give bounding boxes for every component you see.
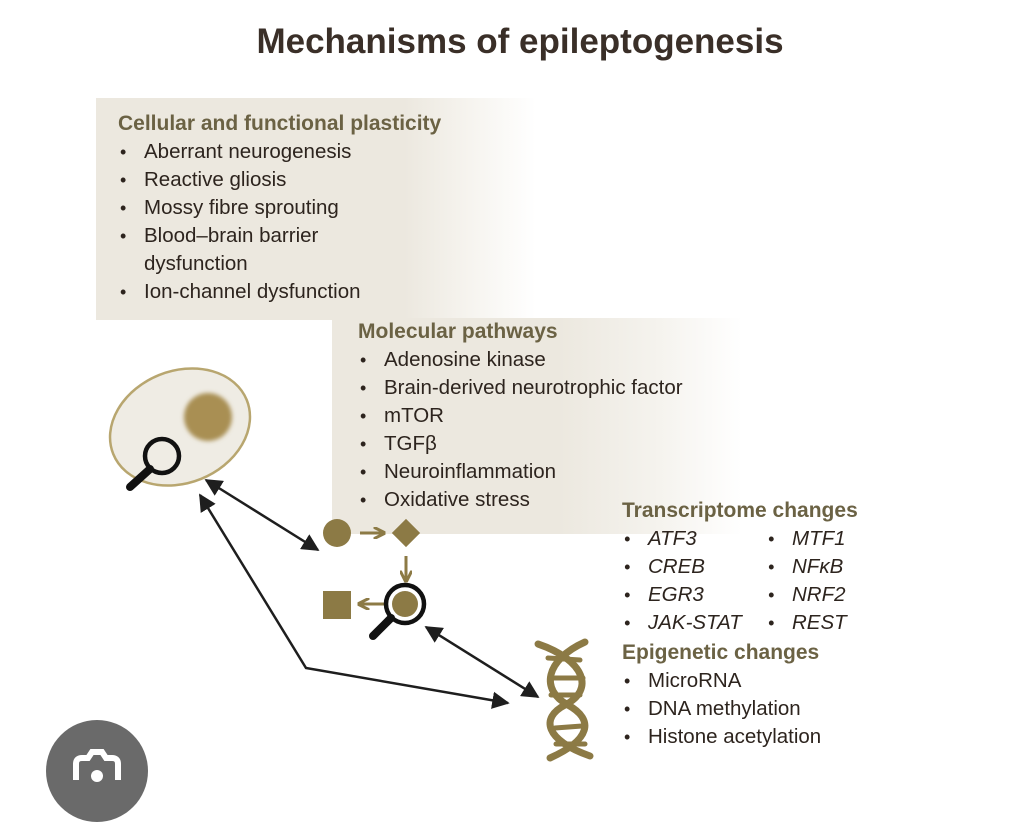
list-item: EGR3 <box>622 581 766 609</box>
epigenetic-list: MicroRNA DNA methylation Histone acetyla… <box>622 667 910 751</box>
arrow-pathway-to-dna <box>424 625 540 699</box>
list-item: Histone acetylation <box>622 723 910 751</box>
cell-with-magnifier-icon <box>108 367 252 491</box>
cell-nucleus <box>184 393 232 441</box>
list-item: DNA methylation <box>622 695 910 723</box>
list-item: CREB <box>622 553 766 581</box>
list-item-continuation: dysfunction <box>144 252 248 275</box>
molecular-list: Adenosine kinase Brain-derived neurotrop… <box>358 346 683 514</box>
diagram-graphics <box>108 367 594 762</box>
epigenetic-heading: Epigenetic changes <box>622 641 820 664</box>
list-item: Neuroinflammation <box>358 458 683 486</box>
cellular-heading: Cellular and functional plasticity <box>118 112 442 135</box>
pathway-diamond <box>391 518 421 548</box>
molecular-pathways-section: Molecular pathways Adenosine kinase Brai… <box>358 318 683 514</box>
molecular-heading: Molecular pathways <box>358 320 558 343</box>
list-item: Adenosine kinase <box>358 346 683 374</box>
magnifier-icon <box>126 436 182 491</box>
arrow-cell-to-dna <box>198 493 510 709</box>
cellular-list: Aberrant neurogenesis Reactive gliosis M… <box>118 138 441 306</box>
arrow-cell-to-pathway <box>204 478 320 552</box>
pathway-circle <box>323 519 351 547</box>
cellular-plasticity-section: Cellular and functional plasticity Aberr… <box>118 110 441 306</box>
list-item: MicroRNA <box>622 667 910 695</box>
list-item: Mossy fibre sprouting <box>118 194 441 222</box>
list-item: ATF3 <box>622 525 766 553</box>
list-item: Brain-derived neurotrophic factor <box>358 374 683 402</box>
dna-helix-icon <box>534 638 594 762</box>
cell-membrane <box>108 367 252 487</box>
camera-glyph <box>73 749 121 782</box>
transcriptome-list-left: ATF3 CREB EGR3 JAK-STAT <box>622 525 766 637</box>
list-item: MTF1 <box>766 525 910 553</box>
transcriptome-heading: Transcriptome changes <box>622 499 858 522</box>
transcriptome-section: Transcriptome changes ATF3 CREB EGR3 JAK… <box>622 497 910 751</box>
list-item: Blood–brain barrier <box>118 222 441 250</box>
list-item: Aberrant neurogenesis <box>118 138 441 166</box>
molecular-pathway-icon <box>323 518 427 640</box>
list-item: JAK-STAT <box>622 609 766 637</box>
connector-arrows <box>198 478 540 709</box>
transcriptome-columns: ATF3 CREB EGR3 JAK-STAT MTF1 NFκB NRF2 R… <box>622 525 910 637</box>
magnifier-icon <box>369 582 427 640</box>
camera-search-icon[interactable] <box>46 720 148 822</box>
list-item: Reactive gliosis <box>118 166 441 194</box>
diagram-title: Mechanisms of epileptogenesis <box>256 22 784 61</box>
list-item: mTOR <box>358 402 683 430</box>
transcriptome-list-right: MTF1 NFκB NRF2 REST <box>766 525 910 637</box>
list-item: Ion-channel dysfunction <box>118 278 441 306</box>
list-item: TGFβ <box>358 430 683 458</box>
list-item: NRF2 <box>766 581 910 609</box>
list-item: NFκB <box>766 553 910 581</box>
list-item: REST <box>766 609 910 637</box>
pathway-square <box>323 591 351 619</box>
